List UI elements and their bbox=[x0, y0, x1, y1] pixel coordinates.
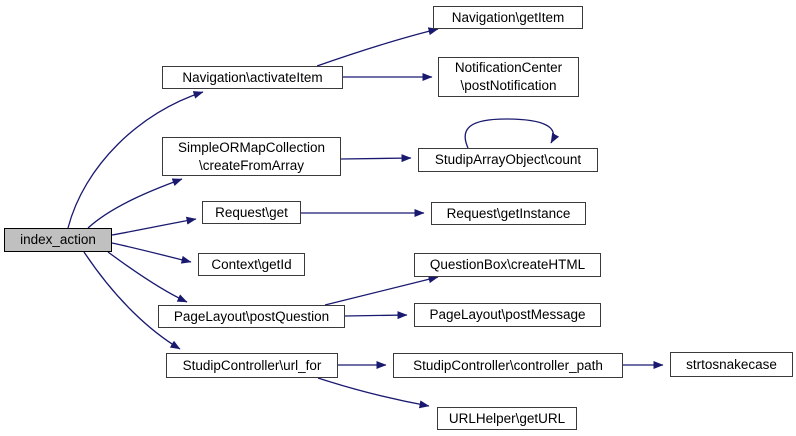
node-request-getinstance[interactable]: Request\getInstance bbox=[431, 202, 586, 225]
node-studiparrayobject-count[interactable]: StudipArrayObject\count bbox=[418, 148, 598, 172]
edge-pagelayout-postquestion-to-pagelayout-postmessage bbox=[344, 311, 408, 320]
node-questionbox-createhtml[interactable]: QuestionBox\createHTML bbox=[414, 253, 601, 277]
edge-index_action-to-simpleormapcollection-createfromarray bbox=[87, 178, 183, 229]
node-context-getid[interactable]: Context\getId bbox=[198, 253, 305, 276]
edge-index_action-to-request-get bbox=[111, 216, 197, 236]
node-studipcontroller-controller_path[interactable]: StudipController\controller_path bbox=[393, 353, 623, 378]
edge-index_action-to-navigation-activateitem bbox=[67, 91, 204, 229]
node-navigation-activateitem[interactable]: Navigation\activateItem bbox=[162, 66, 343, 89]
edge-index_action-to-pagelayout-postquestion bbox=[107, 251, 188, 303]
edge-index_action-to-studipcontroller-url_for bbox=[83, 251, 181, 350]
edge-studiparrayobject-count-self-loop bbox=[464, 118, 560, 149]
edge-pagelayout-postquestion-to-questionbox-createhtml bbox=[324, 275, 439, 306]
node-pagelayout-postmessage[interactable]: PageLayout\postMessage bbox=[414, 303, 601, 327]
node-request-get[interactable]: Request\get bbox=[202, 201, 301, 224]
edge-studipcontroller-url_for-to-urlhelper-geturl bbox=[317, 377, 430, 409]
edge-simpleormapcollection-createfromarray-to-studiparrayobject-count bbox=[340, 154, 412, 163]
node-notificationcenter-postnotification[interactable]: NotificationCenter \postNotification bbox=[438, 57, 579, 97]
node-simpleormapcollection-createfromarray[interactable]: SimpleORMapCollection \createFromArray bbox=[162, 137, 341, 176]
node-navigation-getitem[interactable]: Navigation\getItem bbox=[433, 6, 583, 29]
edge-navigation-activateitem-to-navigation-getitem bbox=[316, 27, 439, 67]
node-studipcontroller-url_for[interactable]: StudipController\url_for bbox=[166, 353, 338, 378]
node-strtosnakecase[interactable]: strtosnakecase bbox=[670, 352, 793, 377]
node-index_action: index_action bbox=[4, 228, 112, 252]
edge-index_action-to-context-getid bbox=[111, 242, 192, 264]
node-urlhelper-geturl[interactable]: URLHelper\getURL bbox=[437, 407, 577, 430]
node-pagelayout-postquestion[interactable]: PageLayout\postQuestion bbox=[158, 305, 345, 328]
